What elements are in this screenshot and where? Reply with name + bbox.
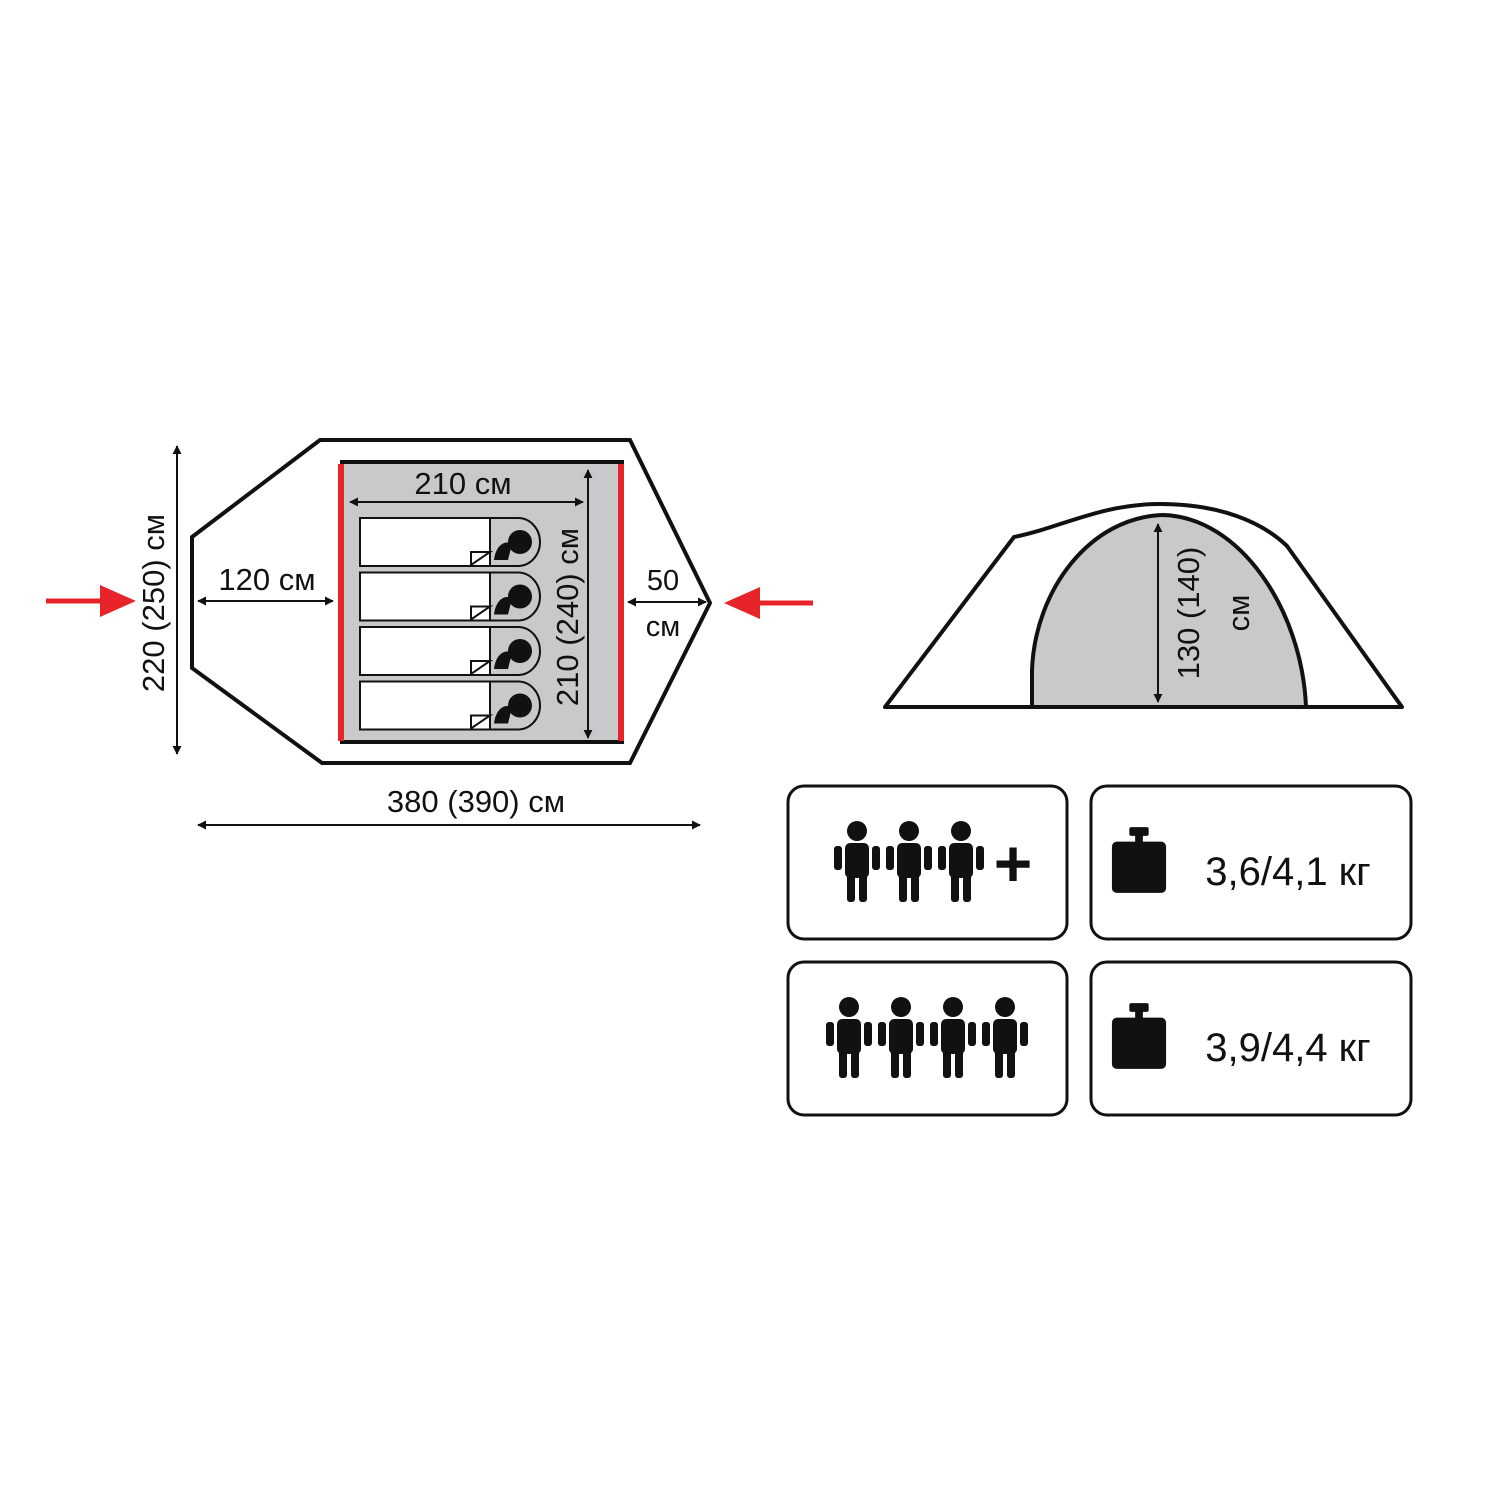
total-width-label: 220 (250) см	[136, 514, 171, 692]
rear-label-unit: см	[646, 611, 680, 643]
side-view: 130 (140) см	[883, 502, 1404, 709]
rear-label-value: 50	[647, 565, 679, 597]
sleeping-mat	[359, 571, 541, 622]
inner-width-label: 210 см	[414, 466, 511, 501]
floor-plan: 210 см 210 (240) см 120 см 50 см 220 (25…	[46, 438, 813, 830]
inner-tent-dome	[1030, 512, 1309, 709]
sleeper-head-icon	[508, 693, 532, 718]
sleeping-mat	[359, 680, 541, 731]
entrance-arrow-left	[46, 585, 136, 617]
inner-length-label: 210 (240) см	[550, 528, 585, 706]
total-length-label: 380 (390) см	[387, 784, 565, 819]
sleeper-head-icon	[508, 639, 532, 663]
weight-value-1: 3,6/4,1 кг	[1205, 850, 1371, 894]
spec-boxes: + 3,6/4,1 кг 3,9/4,4 кг	[786, 784, 1413, 1117]
inner-wall-left	[338, 464, 344, 741]
sleeping-mat	[359, 517, 541, 567]
weight-box-1	[1089, 784, 1413, 941]
sleeping-mat	[359, 626, 541, 676]
vestibule-label: 120 см	[218, 562, 315, 597]
entrance-arrow-right	[724, 587, 813, 619]
weight-box-2	[1089, 960, 1413, 1117]
sleeping-places	[359, 517, 541, 731]
height-unit: см	[1221, 595, 1256, 632]
weight-value-2: 3,9/4,4 кг	[1205, 1026, 1371, 1070]
sleeper-head-icon	[508, 584, 532, 609]
height-label: 130 (140)	[1171, 547, 1206, 680]
inner-wall-right	[618, 464, 624, 741]
sleeper-head-icon	[508, 530, 532, 554]
capacity-plus: +	[994, 826, 1033, 900]
